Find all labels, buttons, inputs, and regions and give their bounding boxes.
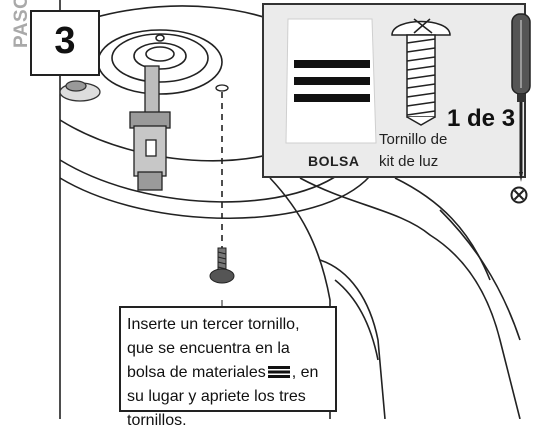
screwdriver-icon — [511, 13, 531, 182]
bag-label: BOLSA — [308, 153, 360, 169]
quantity-label: 1 de 3 — [447, 105, 516, 132]
assembly-step-illustration: PASO 3 BOLSA Tornillo de kit de — [11, 0, 531, 429]
do-not-use-icon — [510, 186, 528, 204]
instruction-text: Inserte un tercer tornillo, que se encue… — [127, 313, 329, 433]
parts-drawing — [285, 18, 451, 144]
instruction-box: Inserte un tercer tornillo, que se encue… — [119, 306, 337, 429]
parts-panel: BOLSA Tornillo de kit de luz 1 de 3 — [262, 3, 526, 178]
instruction-text-part-1: Inserte un tercer tornillo, que se encue… — [127, 316, 300, 381]
hardware-bag-icon — [285, 18, 377, 144]
screw-label-line-1: Tornillo de — [379, 131, 448, 148]
step-number: 3 — [54, 20, 76, 62]
step-number-box: 3 — [30, 10, 100, 76]
bag-glyph-icon — [267, 366, 290, 378]
screw-drawing — [209, 247, 235, 284]
screw-icon — [391, 18, 451, 126]
screw-label-line-2: kit de luz — [379, 153, 439, 170]
